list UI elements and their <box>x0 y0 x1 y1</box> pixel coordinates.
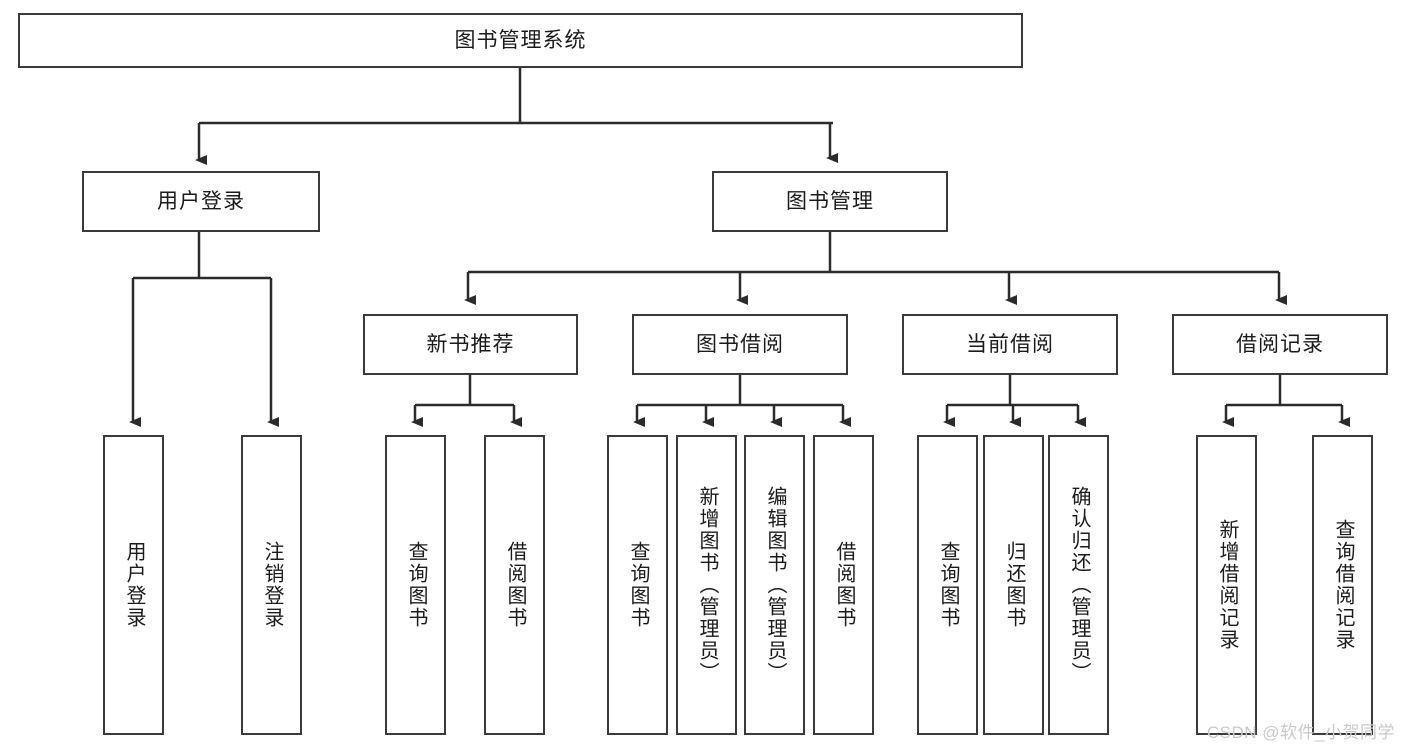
node-leaf-confirm-return[interactable]: 确认归还（管理员） <box>1048 435 1109 735</box>
node-user-login[interactable]: 用户登录 <box>82 171 320 232</box>
node-leaf-user-login-label: 用户登录 <box>123 541 145 629</box>
node-leaf-query-book-3-label: 查询图书 <box>937 541 959 629</box>
node-root-label: 图书管理系统 <box>454 28 587 52</box>
node-leaf-query-book-3[interactable]: 查询图书 <box>917 435 978 735</box>
node-leaf-query-book-1-label: 查询图书 <box>405 541 427 629</box>
node-borrow-record[interactable]: 借阅记录 <box>1172 314 1388 375</box>
node-book-borrow-label: 图书借阅 <box>696 332 784 356</box>
csdn-watermark: CSDN @软件_小贺同学 <box>1206 723 1395 742</box>
node-leaf-add-record-label: 新增借阅记录 <box>1216 519 1238 651</box>
node-leaf-add-book[interactable]: 新增图书（管理员） <box>676 435 737 735</box>
node-leaf-user-logout-label: 注销登录 <box>261 541 283 629</box>
node-leaf-query-book-2[interactable]: 查询图书 <box>607 435 668 735</box>
node-book-manage-label: 图书管理 <box>786 189 874 213</box>
node-new-book-rec-label: 新书推荐 <box>426 332 515 356</box>
node-new-book-rec[interactable]: 新书推荐 <box>363 314 578 375</box>
node-leaf-borrow-book-1[interactable]: 借阅图书 <box>484 435 545 735</box>
node-leaf-edit-book-label: 编辑图书（管理员） <box>764 486 786 684</box>
node-root[interactable]: 图书管理系统 <box>18 13 1023 68</box>
node-leaf-borrow-book-1-label: 借阅图书 <box>504 541 526 629</box>
node-leaf-query-book-2-label: 查询图书 <box>627 541 649 629</box>
node-leaf-query-record-label: 查询借阅记录 <box>1332 519 1354 651</box>
node-leaf-add-record[interactable]: 新增借阅记录 <box>1196 435 1257 735</box>
node-leaf-edit-book[interactable]: 编辑图书（管理员） <box>744 435 805 735</box>
node-leaf-query-book-1[interactable]: 查询图书 <box>385 435 446 735</box>
node-leaf-add-book-label: 新增图书（管理员） <box>696 486 718 684</box>
node-leaf-borrow-book-2-label: 借阅图书 <box>833 541 855 629</box>
node-user-login-label: 用户登录 <box>157 189 245 213</box>
node-leaf-borrow-book-2[interactable]: 借阅图书 <box>813 435 874 735</box>
node-leaf-user-logout[interactable]: 注销登录 <box>241 435 302 735</box>
node-leaf-return-book[interactable]: 归还图书 <box>983 435 1044 735</box>
node-current-borrow[interactable]: 当前借阅 <box>902 314 1118 375</box>
node-leaf-query-record[interactable]: 查询借阅记录 <box>1312 435 1373 735</box>
node-borrow-record-label: 借阅记录 <box>1236 332 1324 356</box>
node-current-borrow-label: 当前借阅 <box>966 332 1054 356</box>
node-leaf-return-book-label: 归还图书 <box>1003 541 1025 629</box>
node-leaf-confirm-return-label: 确认归还（管理员） <box>1068 486 1090 684</box>
node-book-manage[interactable]: 图书管理 <box>712 171 948 232</box>
node-book-borrow[interactable]: 图书借阅 <box>632 314 848 375</box>
node-leaf-user-login[interactable]: 用户登录 <box>103 435 164 735</box>
